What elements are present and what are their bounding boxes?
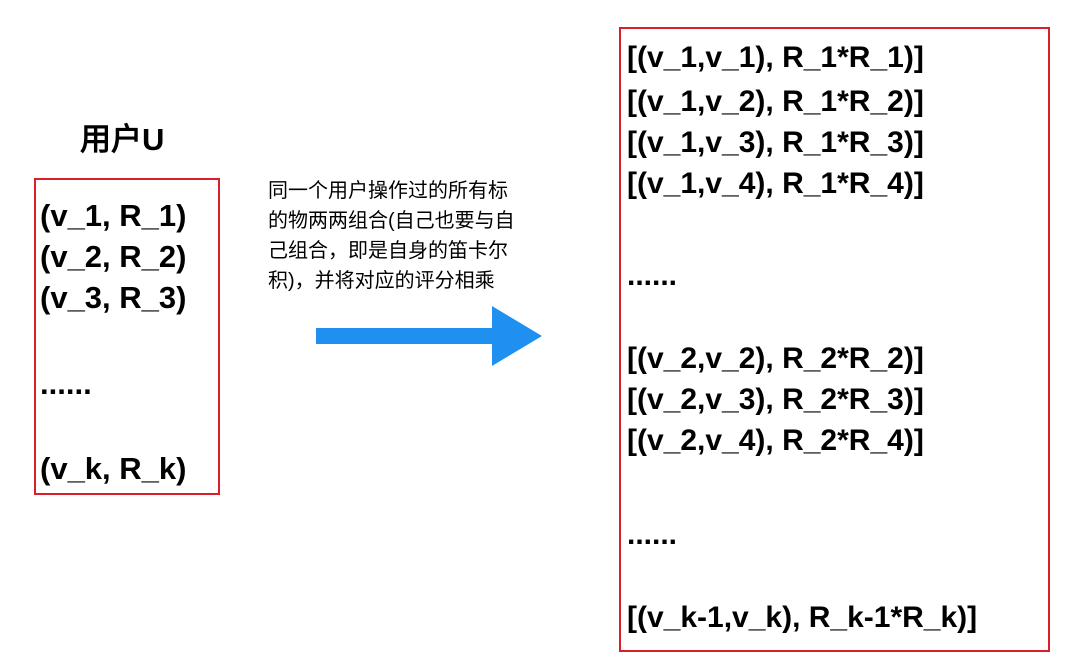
user-item: (v_k, R_k) — [40, 451, 187, 486]
pair-item: [(v_2,v_2), R_2*R_2)] — [627, 342, 924, 375]
pairs-box — [619, 27, 1050, 652]
pair-item: [(v_2,v_3), R_2*R_3)] — [627, 383, 924, 416]
right-arrow-icon — [316, 306, 542, 366]
pair-item: [(v_1,v_4), R_1*R_4)] — [627, 167, 924, 200]
user-item: (v_2, R_2) — [40, 239, 187, 274]
pair-item: [(v_2,v_4), R_2*R_4)] — [627, 424, 924, 457]
user-item: (v_3, R_3) — [40, 280, 187, 315]
pair-ellipsis: ...... — [627, 259, 678, 292]
user-items-box — [34, 178, 220, 495]
user-item: (v_1, R_1) — [40, 198, 187, 233]
user-title: 用户U — [80, 122, 165, 157]
description: 同一个用户操作过的所有标 的物两两组合(自己也要与自 己组合，即是自身的笛卡尔 … — [268, 176, 568, 296]
user-item-ellipsis: ...... — [40, 366, 92, 401]
pair-ellipsis: ...... — [627, 518, 678, 551]
description-line: 同一个用户操作过的所有标 — [268, 180, 508, 202]
pair-item: [(v_1,v_2), R_1*R_2)] — [627, 85, 924, 118]
description-line: 积)，并将对应的评分相乘 — [268, 270, 495, 292]
pair-item: [(v_1,v_3), R_1*R_3)] — [627, 126, 924, 159]
description-line: 的物两两组合(自己也要与自 — [268, 210, 515, 232]
description-line: 己组合，即是自身的笛卡尔 — [268, 240, 508, 262]
pair-item: [(v_k-1,v_k), R_k-1*R_k)] — [627, 601, 978, 634]
pair-item: [(v_1,v_1), R_1*R_1)] — [627, 41, 924, 74]
